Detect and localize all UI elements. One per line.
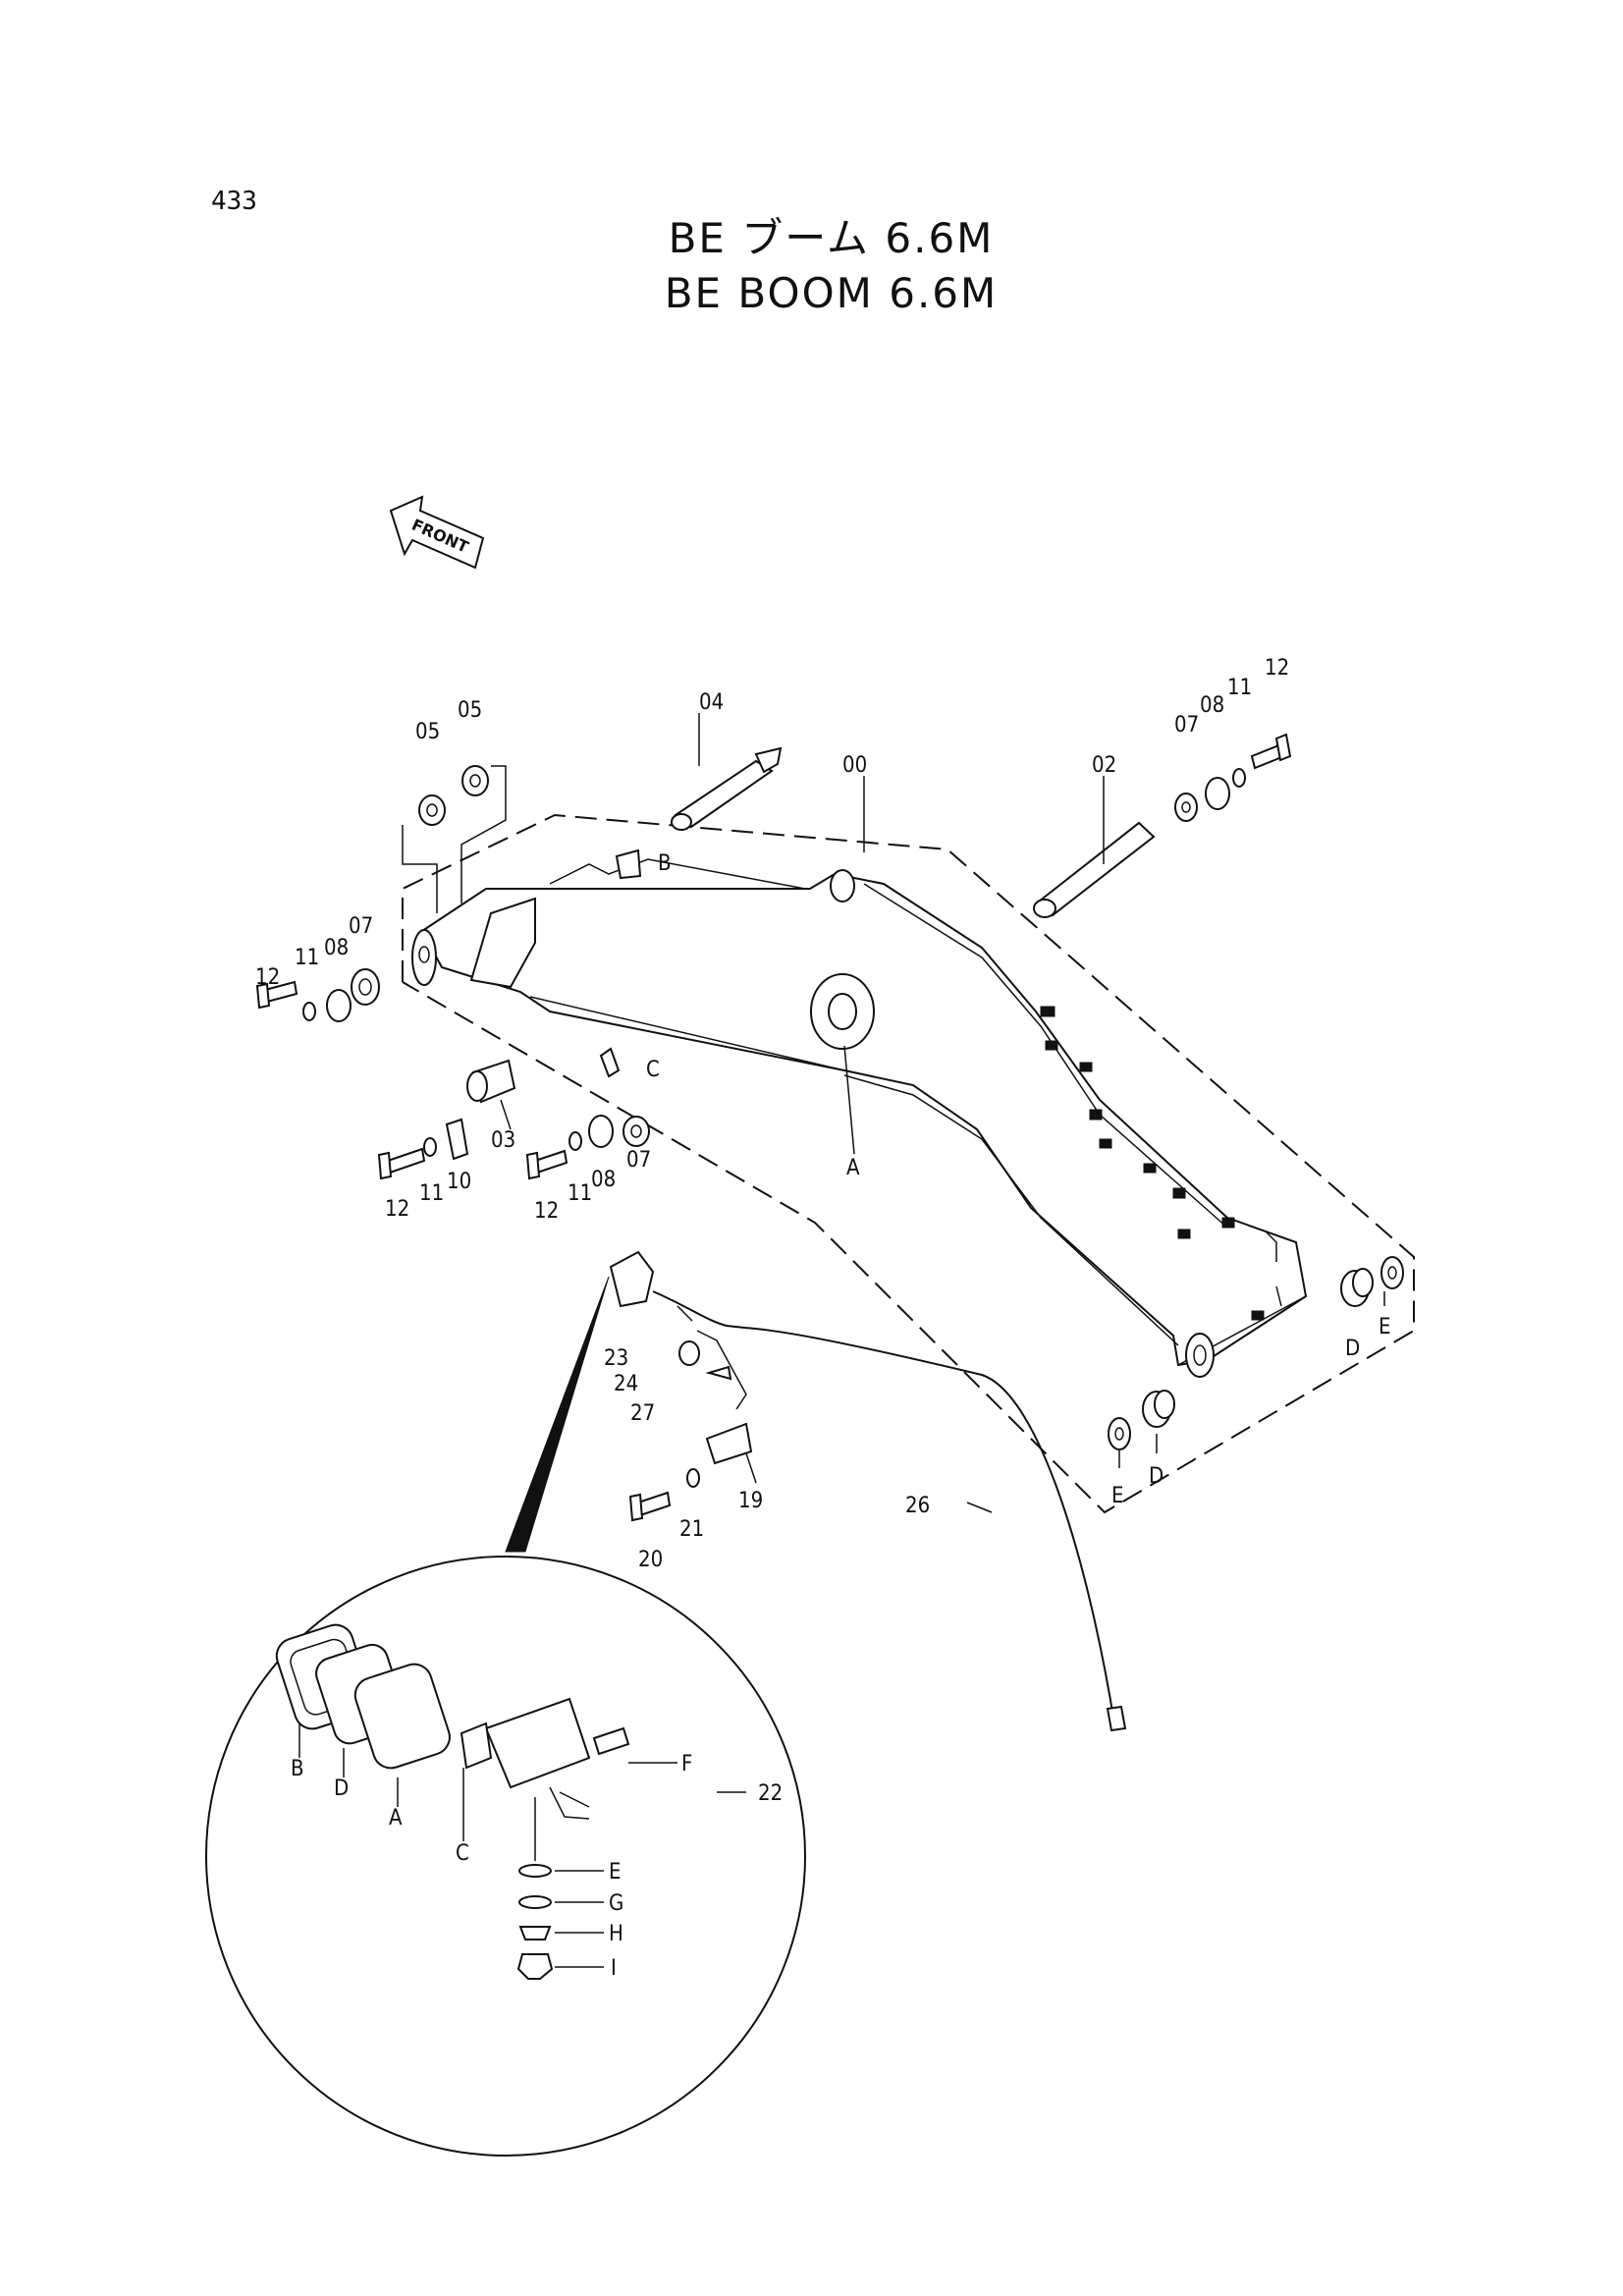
callout-04: 04 — [699, 690, 724, 715]
callout-11-left: 11 — [295, 946, 319, 970]
callout-26: 26 — [905, 1494, 930, 1518]
washer-05 — [402, 765, 507, 913]
fastener-set-bottom-center — [525, 1115, 650, 1180]
callout-22: 22 — [758, 1781, 783, 1806]
detail-callout-i: I — [611, 1956, 617, 1981]
page-number: 433 — [211, 187, 257, 216]
callout-12-left: 12 — [255, 965, 280, 990]
detail-callout-d: D — [334, 1777, 349, 1801]
bracket-b — [615, 848, 642, 880]
pin-03 — [466, 1059, 516, 1104]
callout-05-right: 05 — [458, 698, 482, 723]
callout-05-left: 05 — [415, 720, 440, 744]
callout-21: 21 — [679, 1517, 704, 1542]
callout-08-left: 08 — [324, 936, 349, 960]
callout-12-bottom: 12 — [534, 1199, 559, 1224]
detail-callout-a: A — [389, 1806, 403, 1831]
callout-00: 00 — [842, 753, 867, 778]
callout-27: 27 — [630, 1401, 655, 1426]
callout-c: C — [646, 1058, 660, 1082]
assembly-boundary — [402, 813, 1415, 1514]
work-light — [609, 1250, 1127, 1732]
callout-12-right: 12 — [1265, 656, 1289, 681]
callout-24: 24 — [614, 1372, 638, 1396]
detail-callout-c: C — [456, 1841, 469, 1866]
bushing-set-right — [1108, 1256, 1404, 1450]
bracket-c — [599, 1047, 621, 1078]
detail-callout-labels: B D A C F E G H I — [291, 1752, 692, 1981]
detail-callout-f: F — [681, 1752, 692, 1777]
callout-d-bottom: D — [1149, 1464, 1163, 1489]
front-arrow-icon: FRONT — [389, 495, 485, 570]
title-japanese: BE ブーム 6.6M — [668, 214, 995, 262]
callout-e-bottom: E — [1111, 1484, 1124, 1508]
callout-a: A — [846, 1156, 860, 1180]
detail-leaders — [298, 1723, 746, 1968]
callout-d-right: D — [1345, 1337, 1360, 1361]
callout-08-bottom: 08 — [591, 1168, 616, 1192]
callout-11-bottom: 11 — [568, 1181, 592, 1206]
boom-body — [411, 858, 1308, 1378]
fastener-set-left — [255, 968, 380, 1022]
detail-callout-b: B — [291, 1757, 304, 1781]
callout-12-bottom-left: 12 — [385, 1197, 409, 1222]
callout-labels: 04 05 05 00 02 07 08 11 12 B 07 08 11 12… — [255, 656, 1391, 1806]
pin-04 — [671, 746, 783, 831]
callout-03: 03 — [491, 1128, 515, 1153]
callout-10: 10 — [447, 1170, 471, 1194]
callout-e-right: E — [1379, 1315, 1391, 1339]
callout-19: 19 — [738, 1489, 763, 1513]
callout-20: 20 — [638, 1548, 663, 1572]
callout-02: 02 — [1092, 753, 1116, 778]
callout-07-left: 07 — [349, 914, 373, 939]
detail-callout-e: E — [609, 1860, 622, 1885]
leader-lines — [500, 713, 1385, 1513]
callout-07-bottom: 07 — [626, 1148, 651, 1173]
callout-11-bottom-left: 11 — [419, 1181, 444, 1206]
detail-callout-g: G — [609, 1891, 623, 1916]
pin-02 — [1033, 821, 1156, 918]
callout-23: 23 — [604, 1346, 628, 1371]
fastener-set-right — [1174, 733, 1292, 822]
callout-11-right: 11 — [1227, 676, 1252, 700]
title-english: BE BOOM 6.6M — [664, 269, 999, 317]
detail-callout-h: H — [609, 1922, 623, 1946]
callout-07-right: 07 — [1174, 713, 1199, 738]
title-block: BE ブーム 6.6M BE BOOM 6.6M — [0, 211, 1623, 321]
callout-08-right: 08 — [1200, 693, 1224, 718]
fastener-set-bottom-left — [377, 1118, 469, 1180]
detail-circle — [205, 1556, 806, 2157]
callout-b: B — [658, 851, 672, 876]
detail-pointer — [505, 1276, 610, 1553]
front-label: FRONT — [408, 516, 471, 557]
